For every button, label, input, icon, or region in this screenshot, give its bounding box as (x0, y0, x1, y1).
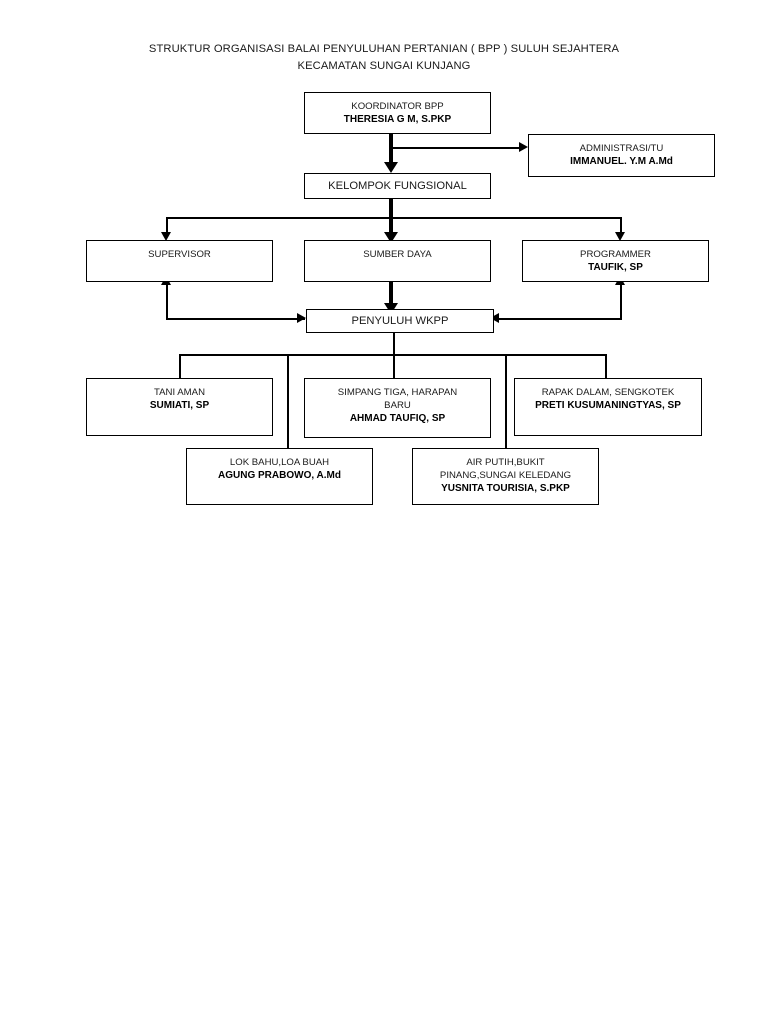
edge-wkpp-fanout-bar (179, 354, 606, 356)
edge-wkpp-through-lok-bahu (287, 354, 289, 440)
edge-wkpp-to-tani-aman (179, 354, 181, 379)
arrowhead-penyuluh-right-in (490, 313, 499, 323)
edge-penyuluh-programmer-vertical (620, 284, 622, 320)
edge-fungsional-to-programmer (620, 217, 622, 237)
arrowhead-administrasi-in (519, 142, 528, 152)
chart-title: STRUKTUR ORGANISASI BALAI PENYULUHAN PER… (148, 43, 620, 72)
arrowhead-penyuluh-in (384, 303, 398, 314)
node-sumberdaya-role: SUMBER DAYA (363, 249, 432, 260)
node-programmer[interactable]: PROGRAMMER TAUFIK, SP (522, 240, 709, 282)
node-supervisor-role: SUPERVISOR (148, 249, 211, 260)
edge-penyuluh-stem (393, 332, 395, 380)
node-tani-aman[interactable]: TANI AMAN SUMIATI, SP (86, 378, 273, 436)
node-lok-bahu-role: LOK BAHU,LOA BUAH (229, 457, 330, 468)
edge-wkpp-through-air-putih (505, 354, 507, 440)
node-rapak-dalam-role: RAPAK DALAM, SENGKOTEK (541, 387, 675, 398)
node-fungsional-role: KELOMPOK FUNGSIONAL (328, 179, 467, 192)
node-administrasi-tu[interactable]: ADMINISTRASI/TU IMMANUEL. Y.M A.Md (528, 134, 715, 177)
arrowhead-supervisor-in (161, 232, 171, 241)
arrowhead-programmer-in (615, 232, 625, 241)
edge-koordinator-to-fungsional (389, 133, 393, 167)
arrowhead-fungsional-in (384, 162, 398, 173)
node-air-putih[interactable]: AIR PUTIH,BUKIT PINANG,SUNGAI KELEDANG Y… (412, 448, 599, 505)
node-simpang-tiga-role-line-1: SIMPANG TIGA, HARAPAN (337, 387, 458, 398)
edge-sumberdaya-to-penyuluh (389, 281, 393, 309)
node-penyuluh-wkpp[interactable]: PENYULUH WKPP (306, 309, 494, 333)
node-air-putih-role-line-1: AIR PUTIH,BUKIT (466, 457, 545, 468)
edge-fungsional-fanout-bar (166, 217, 622, 219)
edge-koordinator-to-administrasi (389, 147, 523, 149)
node-administrasi-role: ADMINISTRASI/TU (579, 143, 664, 155)
node-sumber-daya[interactable]: SUMBER DAYA (304, 240, 491, 282)
node-koordinator-bpp[interactable]: KOORDINATOR BPP THERESIA G M, S.PKP (304, 92, 491, 134)
node-programmer-role: PROGRAMMER (580, 249, 651, 260)
arrowhead-penyuluh-left-in (297, 313, 306, 323)
node-simpang-tiga-role-line-2: BARU (384, 400, 411, 411)
node-air-putih-person: YUSNITA TOURISIA, S.PKP (441, 483, 570, 494)
edge-fungsional-to-supervisor (166, 217, 168, 237)
edge-wkpp-to-rapak-dalam (605, 354, 607, 379)
edge-penyuluh-right-horizontal (494, 318, 622, 320)
node-tani-aman-person: SUMIATI, SP (149, 400, 210, 411)
node-supervisor[interactable]: SUPERVISOR (86, 240, 273, 282)
arrowhead-sumberdaya-in (384, 232, 398, 243)
node-rapak-dalam[interactable]: RAPAK DALAM, SENGKOTEK PRETI KUSUMANINGT… (514, 378, 702, 436)
node-koordinator-role: KOORDINATOR BPP (351, 100, 444, 112)
node-lok-bahu-person: AGUNG PRABOWO, A.Md (218, 470, 341, 481)
edge-penyuluh-supervisor-vertical (166, 284, 168, 320)
node-penyuluh-role: PENYULUH WKPP (351, 314, 449, 327)
node-programmer-person: TAUFIK, SP (588, 262, 643, 273)
edge-to-lok-bahu (287, 440, 289, 449)
edge-penyuluh-left-horizontal (166, 318, 305, 320)
node-simpang-tiga-person: AHMAD TAUFIQ, SP (349, 413, 446, 424)
node-koordinator-person: THERESIA G M, S.PKP (343, 113, 452, 125)
node-air-putih-role-line-2: PINANG,SUNGAI KELEDANG (439, 470, 572, 481)
edge-to-air-putih (505, 440, 507, 449)
node-administrasi-person: IMMANUEL. Y.M A.Md (570, 156, 673, 168)
node-kelompok-fungsional[interactable]: KELOMPOK FUNGSIONAL (304, 173, 491, 199)
node-rapak-dalam-person: PRETI KUSUMANINGTYAS, SP (535, 400, 681, 411)
node-lok-bahu[interactable]: LOK BAHU,LOA BUAH AGUNG PRABOWO, A.Md (186, 448, 373, 505)
node-tani-aman-role: TANI AMAN (154, 387, 205, 398)
node-simpang-tiga[interactable]: SIMPANG TIGA, HARAPAN BARU AHMAD TAUFIQ,… (304, 378, 491, 438)
edge-fungsional-stem (389, 199, 393, 257)
